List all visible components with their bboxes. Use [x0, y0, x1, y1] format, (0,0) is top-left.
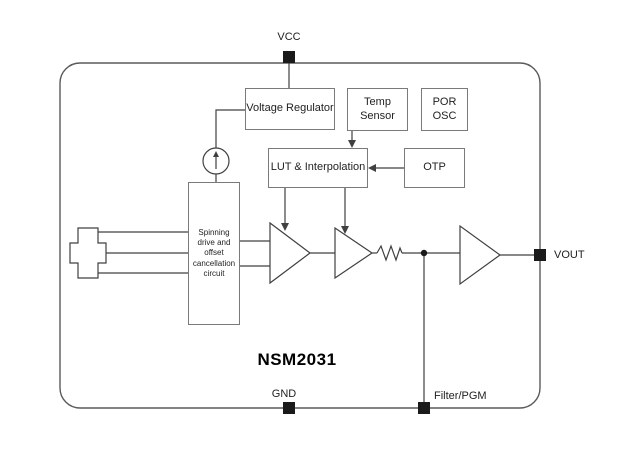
filter-pgm-pin [418, 402, 430, 414]
amplifier-1-icon [269, 221, 311, 285]
arrow-temp-to-lut [348, 140, 356, 148]
vcc-pin [283, 51, 295, 63]
connection-lines [98, 62, 534, 402]
current-source-icon [202, 147, 230, 175]
gnd-pin [283, 402, 295, 414]
block-otp: OTP [404, 148, 465, 188]
chip-name: NSM2031 [257, 350, 337, 369]
gnd-pin-label: GND [271, 388, 297, 400]
block-spinning-circuit: Spinning drive and offset cancellation c… [188, 182, 240, 325]
junction-dot [420, 249, 428, 257]
block-voltage-regulator: Voltage Regulator [245, 88, 335, 130]
arrowheads [281, 140, 376, 234]
chip-outline [59, 62, 541, 409]
arrow-lut-to-amp2 [341, 226, 349, 234]
output-buffer-icon [459, 224, 502, 286]
vcc-pin-label: VCC [277, 31, 301, 43]
filter-pgm-pin-label: Filter/PGM [434, 390, 487, 402]
arrow-lut-to-amp1 [281, 223, 289, 231]
amplifier-2-icon [334, 226, 374, 280]
vout-pin-label: VOUT [554, 249, 585, 261]
block-lut-interpolation: LUT & Interpolation [268, 148, 368, 188]
hall-element-icon [69, 227, 107, 279]
block-temp-sensor: Temp Sensor [347, 88, 408, 131]
arrow-otp-to-lut [368, 164, 376, 172]
vout-pin [534, 249, 546, 261]
resistor-symbol [376, 244, 403, 262]
block-por-osc: POR OSC [421, 88, 468, 131]
